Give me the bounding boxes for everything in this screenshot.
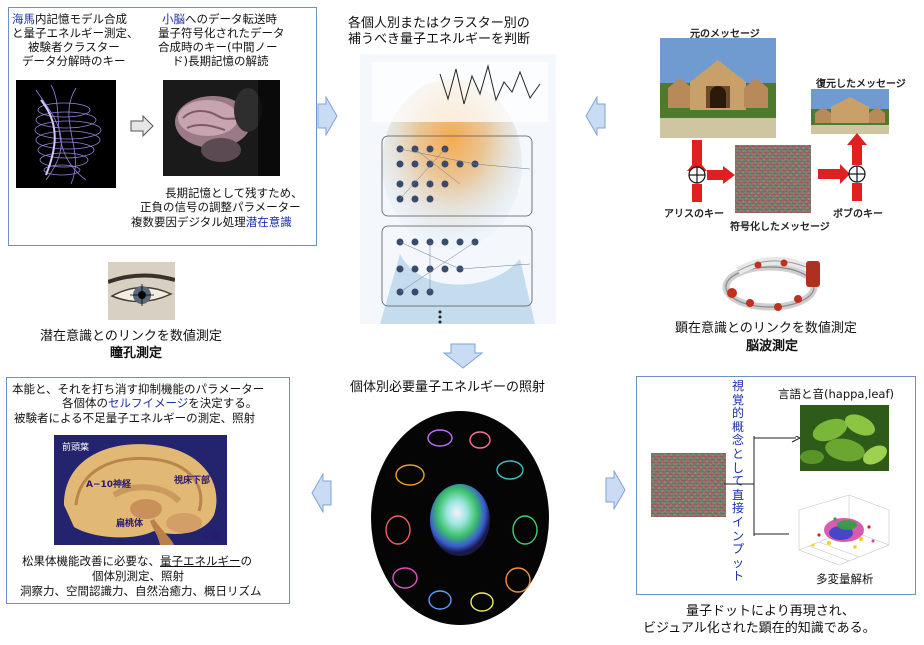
top-center-title-line2: 補うべき量子エネルギーを判断 <box>348 32 531 47</box>
arrow-down-center-icon <box>442 343 484 373</box>
pineal-text-line2: 個体別測定、照射 <box>92 569 184 583</box>
arrow-left-top-right-icon <box>585 95 607 140</box>
hippocampus-wireframe-image <box>16 80 116 188</box>
arrow-left-bottom-left-icon <box>311 472 333 517</box>
alice-key-label: アリスのキー <box>664 209 724 220</box>
hippocampus-text-line1: 海馬内記憶モデル合成 <box>12 12 127 26</box>
encrypted-message-label: 符号化したメッセージ <box>730 222 830 233</box>
restored-message-label: 復元したメッセージ <box>816 79 906 90</box>
language-sound-label: 言語と音(happa,leaf) <box>778 387 894 401</box>
cerebellum-text-line4: ド)長期記憶の解読 <box>172 54 269 68</box>
instinct-text-line3: 被験者による不足量子エネルギーの測定、照射 <box>14 411 256 425</box>
vertical-input-text: 視覚的概念として直接インプット <box>731 379 744 584</box>
multivariate-label: 多変量解析 <box>816 572 874 586</box>
quantum-dots-image <box>370 410 550 626</box>
restored-message-photo <box>811 89 889 134</box>
cerebellum-text-line3: 合成時のキー(中間ノー <box>158 40 278 54</box>
quantum-dot-caption-line2: ビジュアル化された顕在的知識である。 <box>643 621 876 636</box>
input-noise-image <box>651 453 726 517</box>
bob-key-label: ボブのキー <box>833 209 883 220</box>
encrypted-message-noise-image <box>735 145 811 213</box>
instinct-text-line1: 本能と、それを打ち消す抑制機能のパラメーター <box>12 382 265 396</box>
brain-label-a10: A−10神経 <box>86 480 132 490</box>
leaf-photo <box>800 405 889 471</box>
hippocampus-text-line4: データ分解時のキー <box>22 54 126 68</box>
arrow-right-top-left-icon <box>316 95 338 140</box>
original-message-photo <box>660 38 776 138</box>
irradiation-caption: 個体別必要量子エネルギーの照射 <box>350 380 546 395</box>
long-term-memory-line2: 正負の信号の調整パラメーター <box>140 200 301 214</box>
cerebellum-brain-image <box>163 80 280 176</box>
neural-network-brain-image <box>360 54 556 324</box>
instinct-text-line2: 各個体のセルフイメージを決定する。 <box>62 396 258 410</box>
pineal-text-line1: 松果体機能改善に必要な、量子エネルギーの <box>22 554 252 568</box>
bob-red-arrows-icon <box>818 133 873 205</box>
pupil-title: 瞳孔測定 <box>110 346 163 361</box>
long-term-memory-line3: 複数要因デジタル処理潜在意識 <box>131 215 292 229</box>
cerebellum-text-line2: 量子符号化されたデータ <box>158 26 285 40</box>
long-term-memory-line1: 長期記憶として残すため、 <box>165 186 303 200</box>
eeg-headset-image <box>718 253 826 315</box>
eeg-title: 脳波測定 <box>746 339 799 354</box>
brain-label-amygdala: 扁桃体 <box>116 519 144 529</box>
pineal-text-line3: 洞察力、空間認識力、自然治癒力、概日リズム <box>20 584 262 598</box>
grey-right-arrow-icon <box>130 114 154 141</box>
eeg-caption: 顕在意識とのリンクを数値測定 <box>675 321 857 336</box>
alice-red-arrows-icon <box>680 140 735 206</box>
multivariate-3d-plot <box>789 495 895 571</box>
hippocampus-text-line3: 被験者クラスター <box>28 40 120 54</box>
arrow-right-bottom-right-icon <box>604 469 626 514</box>
brain-label-frontal: 前頭葉 <box>62 443 90 453</box>
hippocampus-text-line2: と量子エネルギー測定、 <box>12 26 139 40</box>
top-center-title-line1: 各個人別またはクラスター別の <box>348 16 530 31</box>
cerebellum-text-line1: 小脳へのデータ転送時 <box>162 12 277 26</box>
pupil-eye-image <box>108 262 175 320</box>
pupil-caption: 潜在意識とのリンクを数値測定 <box>40 329 222 344</box>
brain-label-midbrain: 中脳 <box>202 532 221 542</box>
brain-anatomy-image: 前頭葉 A−10神経 視床下部 扁桃体 中脳 <box>54 435 227 545</box>
original-message-label: 元のメッセージ <box>690 29 760 40</box>
quantum-dot-caption-line1: 量子ドットにより再現され、 <box>686 604 855 619</box>
brain-label-hypothalamus: 視床下部 <box>174 476 211 486</box>
